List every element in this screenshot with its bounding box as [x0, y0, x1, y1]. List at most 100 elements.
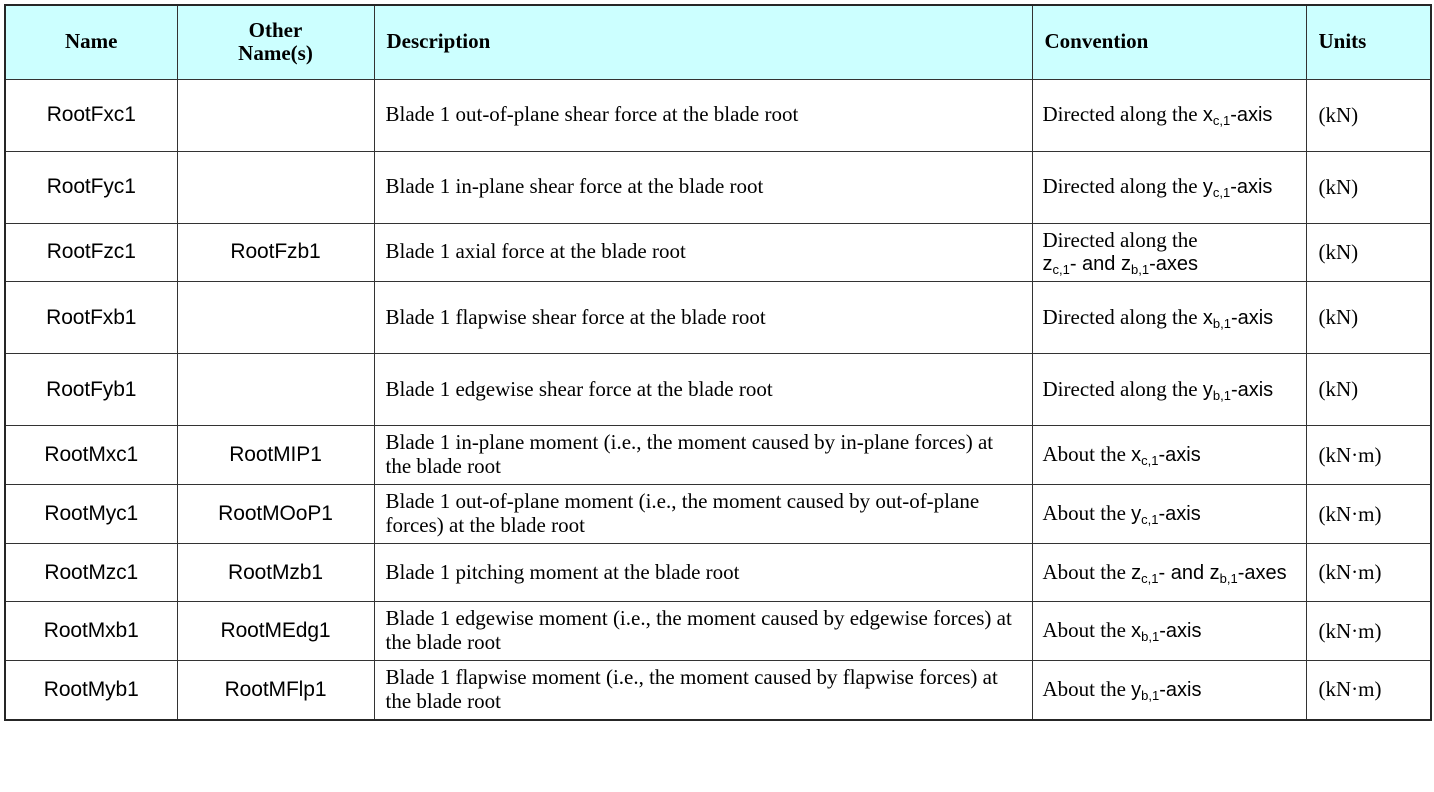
convention-axis-suffix: -axis	[1230, 306, 1274, 329]
cell-convention: Directed along the xc,1-axis	[1031, 78, 1307, 152]
convention-axis-symbol: xb,1	[1202, 306, 1231, 331]
convention-axis-symbol: xb,1	[1131, 620, 1160, 645]
column-header-name: Name	[4, 4, 178, 80]
header-row: Name Other Name(s) Description Conventio…	[4, 4, 1432, 80]
cell-other-name	[176, 281, 375, 355]
table-row: RootFyc1 Blade 1 in-plane shear force at …	[4, 150, 1432, 224]
column-header-other-names-line2: Name(s)	[238, 41, 313, 66]
cell-other-name: RootMFlp1	[176, 659, 375, 721]
cell-description: Blade 1 out-of-plane moment (i.e., the m…	[373, 484, 1033, 545]
cell-description: Blade 1 edgewise moment (i.e., the momen…	[373, 601, 1033, 661]
cell-other-name	[176, 353, 375, 427]
cell-convention: Directed along the yb,1-axis	[1031, 353, 1307, 427]
cell-name: RootMyb1	[4, 659, 178, 721]
cell-units: (kN·m)	[1305, 601, 1432, 661]
convention-axis-symbol: xc,1	[1202, 104, 1231, 129]
cell-other-name	[176, 150, 375, 224]
table-row: RootFxb1 Blade 1 flapwise shear force at …	[4, 281, 1432, 355]
cell-name: RootMxc1	[4, 425, 178, 486]
cell-convention: About the zc,1- and zb,1-axes	[1031, 543, 1307, 603]
cell-description: Blade 1 out-of-plane shear force at the …	[373, 78, 1033, 152]
cell-convention: Directed along the xb,1-axis	[1031, 281, 1307, 355]
convention-axis-suffix: -axis	[1158, 444, 1201, 467]
convention-axis-symbol: yb,1	[1131, 678, 1160, 703]
cell-other-name: RootMEdg1	[176, 601, 375, 661]
cell-units: (kN·m)	[1305, 425, 1432, 486]
cell-units: (kN)	[1305, 222, 1432, 283]
convention-axis-symbol: zc,1- and	[1131, 561, 1210, 586]
cell-convention: Directed along the zc,1- and zb,1-axes	[1031, 222, 1307, 283]
convention-axis-suffix: -axis	[1230, 104, 1273, 127]
convention-axis-symbol: yb,1	[1202, 378, 1231, 403]
column-header-other-names-line1: Other	[248, 17, 303, 42]
convention-axis-symbol: xc,1	[1131, 444, 1159, 469]
convention-axis-suffix: -axis	[1158, 503, 1201, 526]
table-row: RootFyb1 Blade 1 edgewise shear force at …	[4, 353, 1432, 427]
cell-description: Blade 1 edgewise shear force at the blad…	[373, 353, 1033, 427]
cell-convention: About the yc,1-axis	[1031, 484, 1307, 545]
convention-lead-text: About the	[1042, 442, 1126, 467]
cell-convention: About the xc,1-axis	[1031, 425, 1307, 486]
cell-convention: About the yb,1-axis	[1031, 659, 1307, 721]
convention-axis-suffix: -axes	[1237, 561, 1287, 584]
cell-description: Blade 1 flapwise moment (i.e., the momen…	[373, 659, 1033, 721]
cell-other-name: RootMIP1	[176, 425, 375, 486]
table-header: Name Other Name(s) Description Conventio…	[4, 4, 1432, 80]
cell-description: Blade 1 in-plane moment (i.e., the momen…	[373, 425, 1033, 486]
cell-description: Blade 1 axial force at the blade root	[373, 222, 1033, 283]
cell-units: (kN)	[1305, 78, 1432, 152]
column-header-description: Description	[373, 4, 1033, 80]
cell-name: RootFyc1	[4, 150, 178, 224]
cell-convention: Directed along the yc,1-axis	[1031, 150, 1307, 224]
convention-lead-text: Directed along the	[1042, 227, 1198, 252]
column-header-units: Units	[1305, 4, 1432, 80]
convention-lead-text: About the	[1042, 501, 1126, 526]
cell-units: (kN·m)	[1305, 484, 1432, 545]
cell-other-name: RootMzb1	[176, 543, 375, 603]
cell-description: Blade 1 in-plane shear force at the blad…	[373, 150, 1033, 224]
convention-axis-suffix: -axis	[1159, 620, 1202, 643]
cell-name: RootFxb1	[4, 281, 178, 355]
cell-other-name	[176, 78, 375, 152]
convention-lead-text: About the	[1042, 676, 1126, 701]
cell-units: (kN·m)	[1305, 543, 1432, 603]
cell-name: RootMyc1	[4, 484, 178, 545]
cell-units: (kN)	[1305, 281, 1432, 355]
cell-description: Blade 1 flapwise shear force at the blad…	[373, 281, 1033, 355]
column-header-convention: Convention	[1031, 4, 1307, 80]
convention-axis-suffix: -axis	[1230, 176, 1273, 199]
convention-lead-text: Directed along the	[1042, 174, 1198, 199]
cell-name: RootMxb1	[4, 601, 178, 661]
table-row: RootFxc1 Blade 1 out-of-plane shear force…	[4, 78, 1432, 152]
cell-description: Blade 1 pitching moment at the blade roo…	[373, 543, 1033, 603]
convention-axis-symbol: yc,1	[1131, 503, 1159, 528]
convention-axis-suffix: -axis	[1159, 678, 1202, 701]
cell-units: (kN)	[1305, 150, 1432, 224]
convention-axis-symbol: zb,1	[1121, 253, 1150, 278]
cell-name: RootFxc1	[4, 78, 178, 152]
convention-axis-symbol: zb,1	[1209, 561, 1238, 586]
convention-lead-text: About the	[1042, 559, 1126, 584]
cell-other-name: RootMOoP1	[176, 484, 375, 545]
cell-units: (kN)	[1305, 353, 1432, 427]
convention-lead-text: Directed along the	[1042, 304, 1198, 329]
convention-lead-text: Directed along the	[1042, 102, 1198, 127]
convention-axis-symbol: zc,1- and	[1042, 253, 1121, 278]
table-body: RootFxc1 Blade 1 out-of-plane shear force…	[4, 78, 1432, 721]
cell-units: (kN·m)	[1305, 659, 1432, 721]
cell-name: RootFyb1	[4, 353, 178, 427]
convention-axis-suffix: -axes	[1149, 253, 1198, 276]
convention-axis-symbol: yc,1	[1202, 176, 1231, 201]
cell-convention: About the xb,1-axis	[1031, 601, 1307, 661]
cell-name: RootMzc1	[4, 543, 178, 603]
column-header-other-names: Other Name(s)	[176, 4, 375, 80]
convention-lead-text: About the	[1042, 618, 1126, 643]
convention-lead-text: Directed along the	[1042, 376, 1198, 401]
